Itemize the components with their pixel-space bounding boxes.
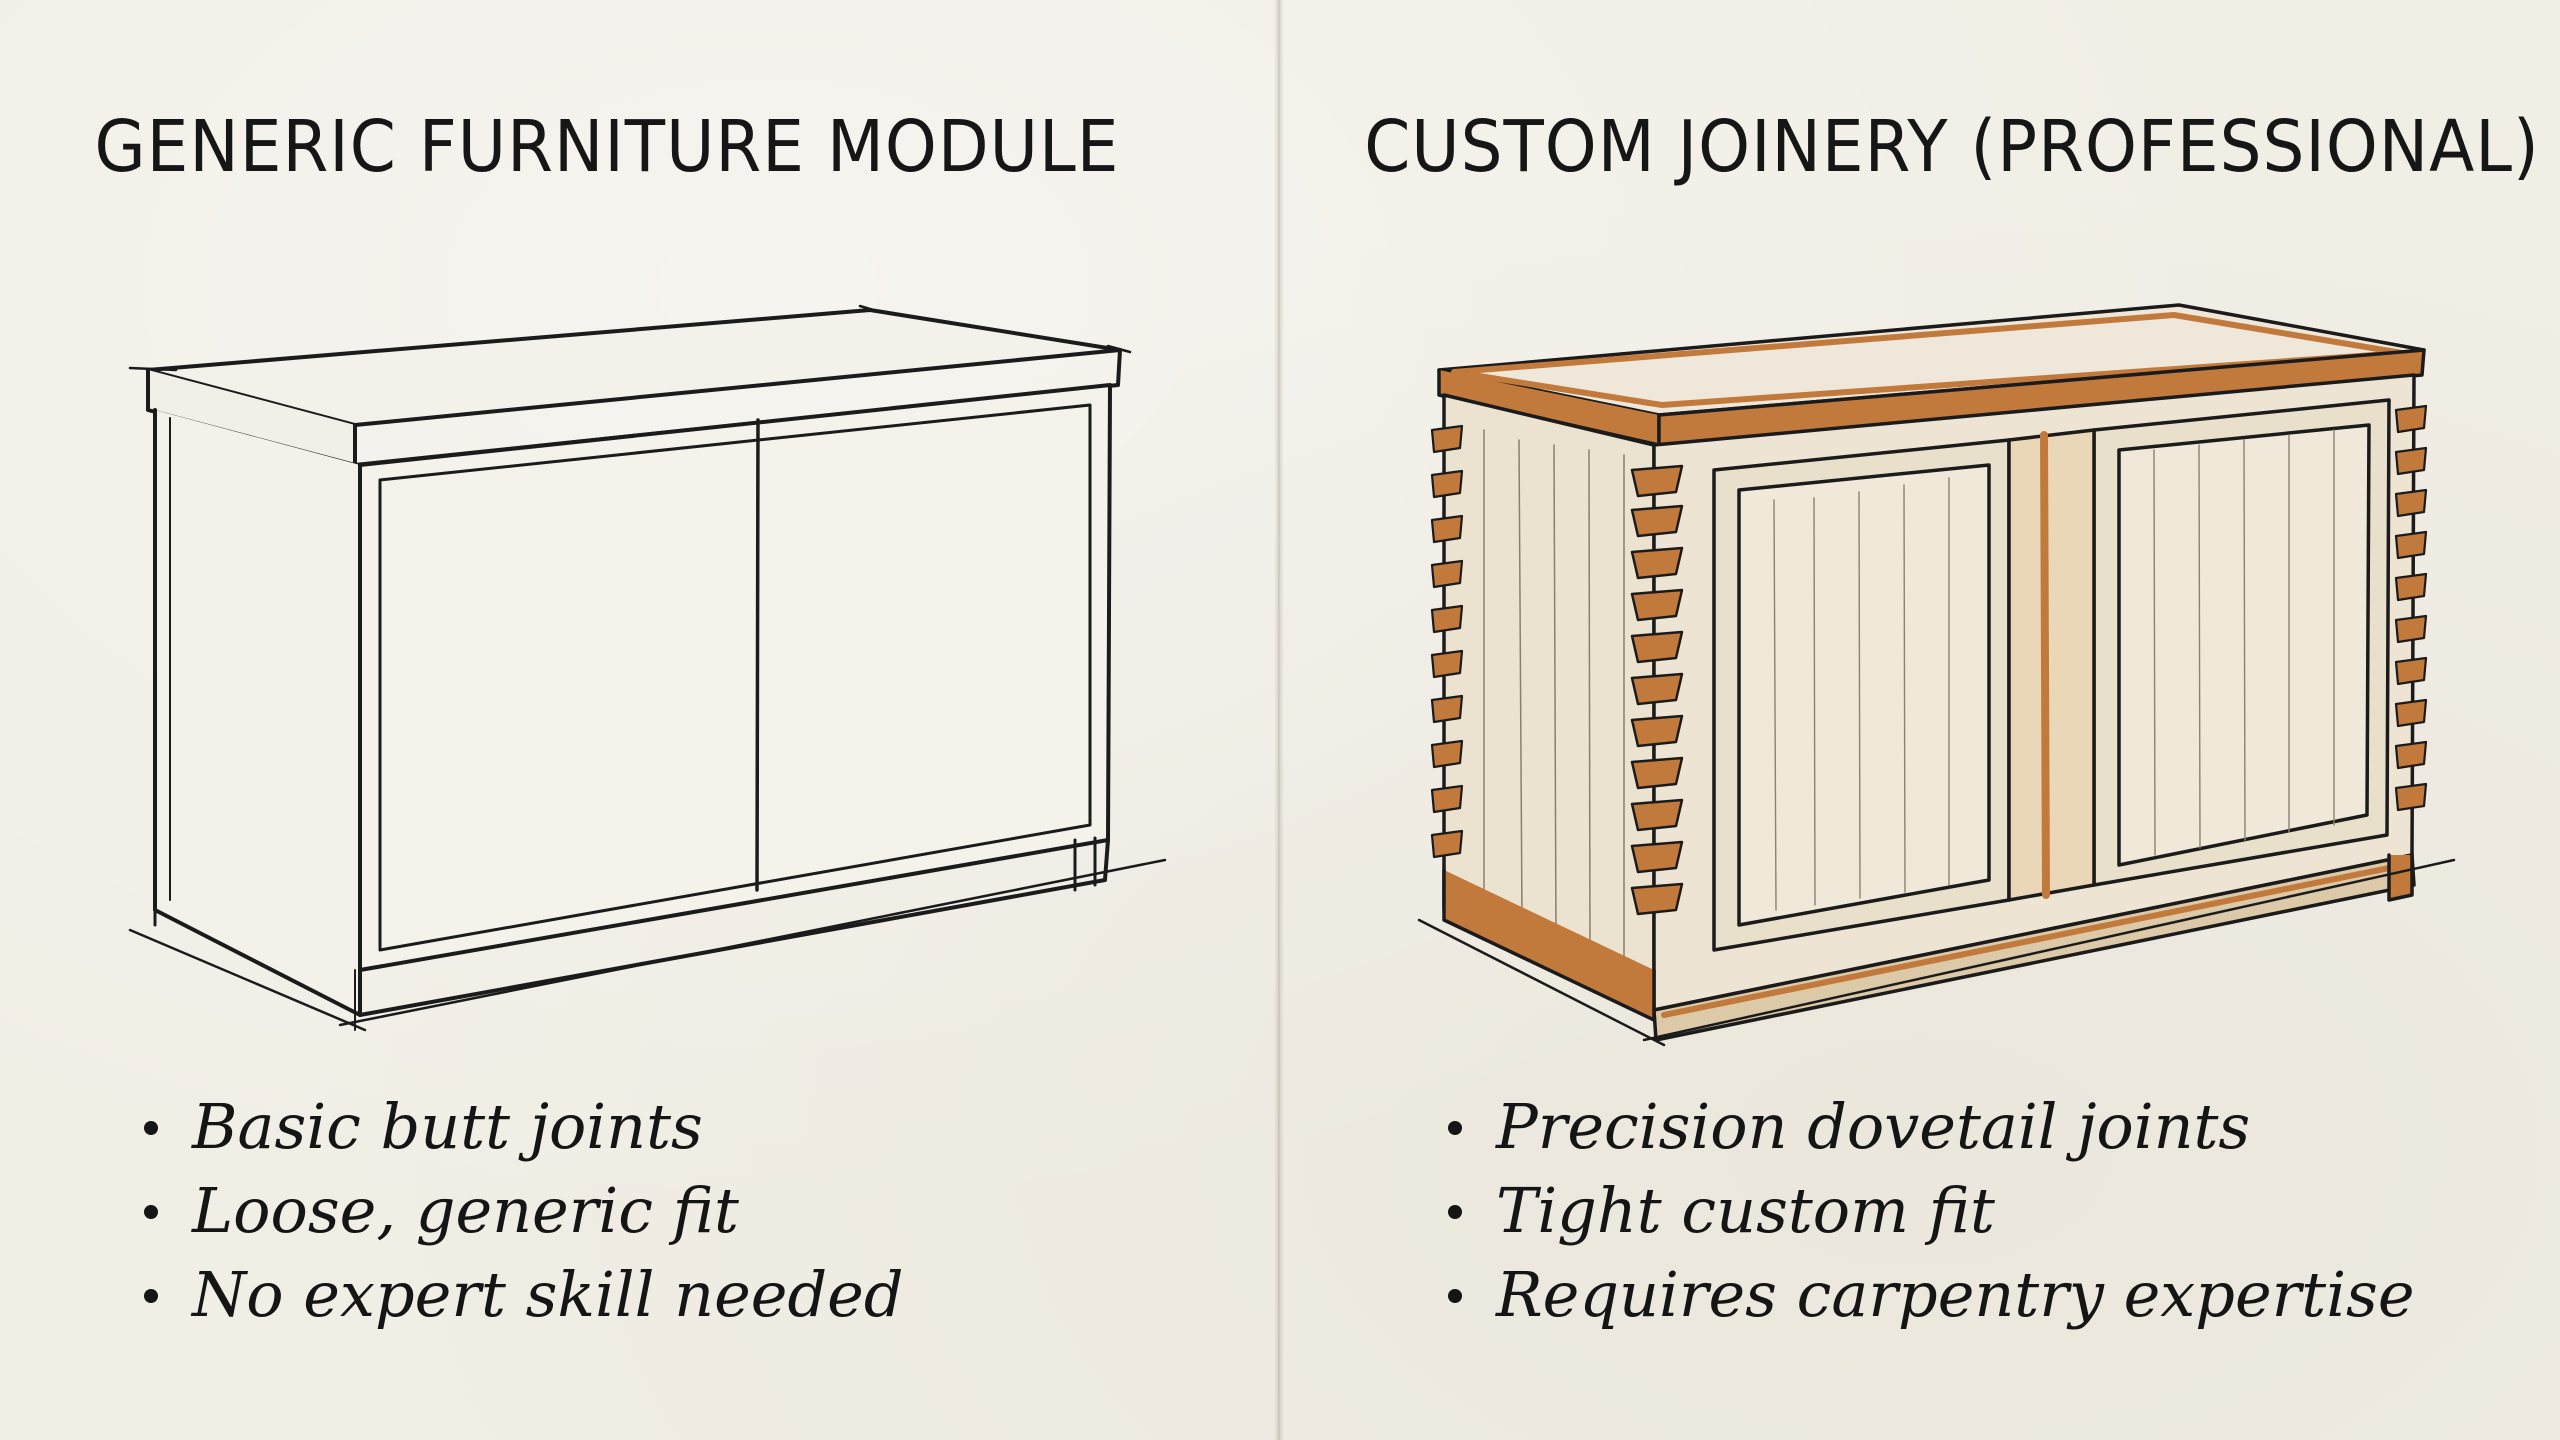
generic-module-title: GENERIC FURNITURE MODULE <box>94 104 1120 189</box>
generic-module-features: Basic butt joints Loose, generic fit No … <box>140 1085 904 1337</box>
book-spine-divider <box>1274 0 1284 1440</box>
feature-item: Loose, generic fit <box>140 1169 904 1253</box>
bullet-dot-icon <box>1448 1121 1462 1135</box>
bullet-dot-icon <box>144 1289 158 1303</box>
plain-cabinet-sketch-icon <box>128 304 1167 1032</box>
feature-item: Tight custom fit <box>1444 1169 2415 1253</box>
feature-item: No expert skill needed <box>140 1253 904 1337</box>
custom-joinery-panel: CUSTOM JOINERY (PROFESSIONAL) <box>1284 0 2560 1440</box>
feature-item: Requires carpentry expertise <box>1444 1253 2415 1337</box>
custom-joinery-features: Precision dovetail joints Tight custom f… <box>1444 1085 2415 1337</box>
generic-module-panel: GENERIC FURNITURE MODULE <box>0 0 1274 1440</box>
bullet-dot-icon <box>1448 1205 1462 1219</box>
feature-item: Basic butt joints <box>140 1085 904 1169</box>
feature-item: Precision dovetail joints <box>1444 1085 2415 1169</box>
bullet-dot-icon <box>1448 1289 1462 1303</box>
dovetail-cabinet-sketch-icon <box>1417 303 2456 1047</box>
bullet-dot-icon <box>144 1205 158 1219</box>
bullet-dot-icon <box>144 1121 158 1135</box>
custom-joinery-title: CUSTOM JOINERY (PROFESSIONAL) <box>1364 104 2540 189</box>
